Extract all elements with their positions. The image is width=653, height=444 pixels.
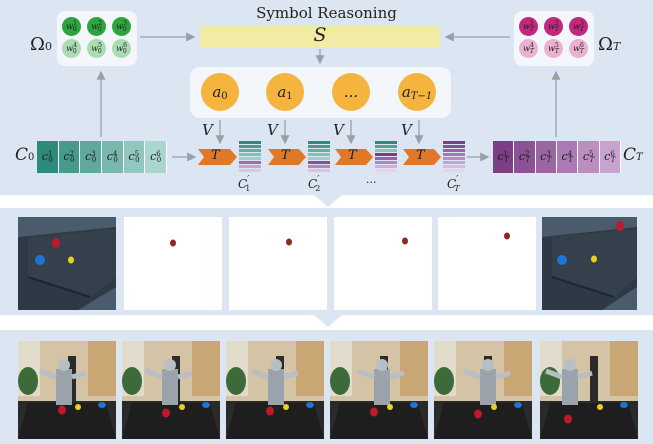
connector-layer (96, 32, 561, 162)
omega-T-label: ΩT (598, 34, 621, 55)
c0-cell-2: c20 (58, 141, 81, 173)
transition-arrow-0 (198, 149, 237, 165)
state-label-2: C′2 (308, 175, 321, 193)
cT-cell-4: c4T (557, 141, 579, 173)
transition-arrow-2 (335, 149, 373, 165)
action-node-2: ... (332, 73, 370, 111)
cT-label: CT (623, 145, 643, 165)
cT-cell-2: c2T (514, 141, 536, 173)
cT-cell-1: c1T (493, 141, 515, 173)
transition-T-2: T (348, 148, 357, 163)
c0-cell-5: c50 (123, 141, 146, 173)
panel-title: Symbol Reasoning (256, 4, 397, 22)
transition-T-1: T (281, 148, 290, 163)
symbol-state-label: S (313, 24, 327, 46)
omega-0-label: Ω0 (30, 34, 52, 55)
transition-arrows (198, 149, 441, 165)
render-4 (438, 217, 536, 310)
c0-cell-3: c30 (80, 141, 102, 173)
robot-frame-1 (18, 341, 116, 439)
robot-frame-5 (434, 341, 532, 439)
transition-arrow-3 (403, 149, 441, 165)
transition-T-0: T (211, 148, 220, 163)
omega-T-node-1: w1T (519, 17, 538, 36)
robot-frame-6 (540, 341, 638, 439)
panel-pointer (314, 195, 342, 207)
cT-cell-5: c5T (578, 141, 600, 173)
c0-cell-6: c60 (145, 141, 167, 173)
omega-T-node-4: w4T (519, 39, 538, 58)
v-label-1: V (267, 121, 278, 139)
action-node-1: a1 (266, 73, 304, 111)
panel-pointer-2 (314, 315, 342, 327)
action-node-3: aT−1 (398, 73, 436, 111)
omega-0-node-4: w40 (62, 39, 81, 58)
c0-cell-1: c10 (37, 141, 59, 173)
goal-scene-photo (542, 217, 637, 310)
omega-T-node-3: w3T (569, 17, 588, 36)
transition-T-3: T (416, 148, 425, 163)
state-label-1: C′1 (238, 175, 251, 193)
omega-T-node-6: w6T (569, 39, 588, 58)
omega-0-node-2: w20 (87, 17, 106, 36)
omega-T-node-2: w2T (544, 17, 563, 36)
render-3 (334, 217, 432, 310)
state-ellipsis: ··· (366, 176, 377, 189)
symbol-state-bar (200, 26, 440, 47)
state-stack-T (443, 141, 465, 173)
cT-cell-3: c3T (535, 141, 557, 173)
cT-cell-6: c6T (599, 141, 621, 173)
transition-arrow-1 (268, 149, 306, 165)
action-node-0: a0 (201, 73, 239, 111)
omega-0-node-6: w60 (112, 39, 131, 58)
state-stack-3 (375, 141, 397, 173)
robot-frame-4 (330, 341, 428, 439)
omega-0-node-5: w50 (87, 39, 106, 58)
render-1 (124, 217, 222, 310)
robot-frame-2 (122, 341, 220, 439)
omega-0-node-3: w30 (112, 17, 131, 36)
render-2 (229, 217, 327, 310)
c0-label: C0 (15, 145, 35, 165)
start-scene-photo (18, 217, 116, 310)
omega-0-node-1: w10 (62, 17, 81, 36)
state-stack-1 (239, 141, 261, 173)
v-label-3: V (401, 121, 412, 139)
state-stack-2 (308, 141, 330, 173)
robot-frame-3 (226, 341, 324, 439)
omega-T-node-5: w5T (544, 39, 563, 58)
v-label-2: V (333, 121, 344, 139)
state-label-T: C′T (447, 175, 460, 193)
v-label-0: V (202, 121, 213, 139)
c0-cell-4: c40 (102, 141, 124, 173)
